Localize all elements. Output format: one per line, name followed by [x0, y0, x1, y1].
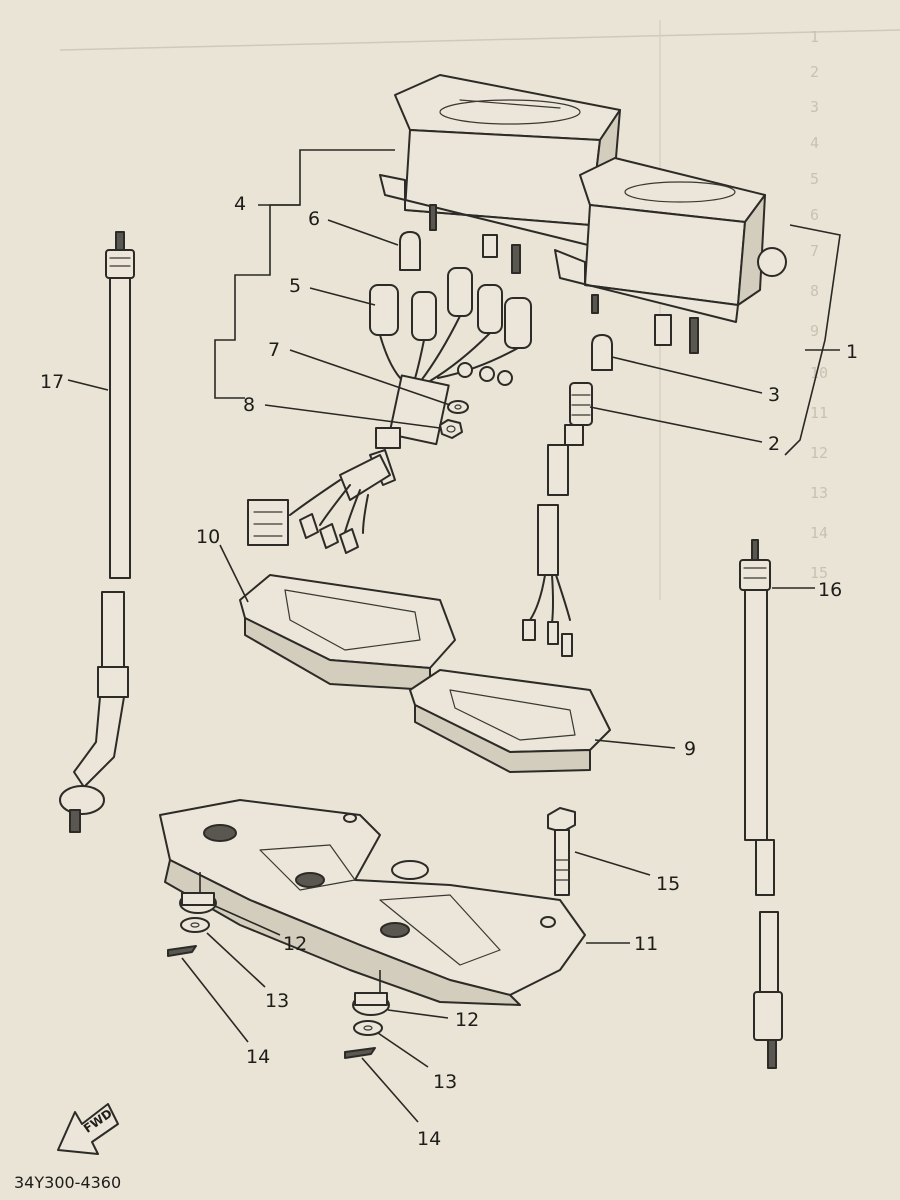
bleed-text: 3	[810, 98, 819, 116]
bleed-text: 7	[810, 242, 819, 260]
callout-13: 13	[265, 990, 289, 1012]
assembly-bracket-right	[784, 224, 841, 456]
callout-7: 7	[268, 339, 280, 361]
nut-8	[439, 419, 463, 439]
callout-5: 5	[289, 275, 301, 297]
bleed-text: 11	[810, 404, 828, 422]
bleed-text: 8	[810, 282, 819, 300]
bleed-text: 4	[810, 134, 819, 152]
bleed-text: 14	[810, 524, 828, 542]
bulb-3	[591, 334, 613, 371]
grommet-12b	[352, 970, 390, 1016]
bulb-6	[399, 231, 421, 271]
damper-10	[239, 574, 456, 691]
bleed-text: 9	[810, 322, 819, 340]
socket-cord-harness-5	[247, 267, 532, 554]
assembly-bracket-left	[214, 149, 395, 399]
bleed-text: 5	[810, 170, 819, 188]
callout-12: 12	[455, 1009, 479, 1031]
callout-labels: 1 2 3 4 5 6 7 8 9 10 11 12 12 13 13 14 1…	[40, 193, 858, 1150]
callout-4: 4	[234, 193, 246, 215]
tachometer-gauge	[554, 157, 787, 354]
washer-7	[447, 400, 469, 414]
forward-arrow-icon: FWD	[57, 1103, 119, 1155]
callout-6: 6	[308, 208, 320, 230]
bolt-15	[547, 807, 576, 896]
callout-15: 15	[656, 873, 680, 895]
bleed-through-text: 1 2 3 4 5 6 7 8 9 10 11 12 13 14 15	[59, 20, 900, 600]
callout-3: 3	[768, 384, 780, 406]
meter-bracket-11	[159, 799, 586, 1006]
bleed-text: 1	[810, 28, 819, 46]
washer-13a	[180, 917, 210, 933]
socket-cord-2	[522, 382, 593, 657]
callout-13: 13	[433, 1071, 457, 1093]
washer-13b	[353, 1020, 383, 1036]
callout-16: 16	[818, 579, 842, 601]
bleed-text: 6	[810, 206, 819, 224]
callout-14: 14	[246, 1046, 270, 1068]
callout-2: 2	[768, 433, 780, 455]
callout-12: 12	[283, 933, 307, 955]
bleed-text: 15	[810, 564, 828, 582]
clip-14a	[167, 945, 197, 957]
callout-11: 11	[634, 933, 658, 955]
meter-cable-17	[59, 231, 135, 833]
bleed-text: 10	[810, 364, 828, 382]
callout-9: 9	[684, 738, 696, 760]
callout-14: 14	[417, 1128, 441, 1150]
page-code: 34Y300-4360	[14, 1173, 121, 1192]
callout-8: 8	[243, 394, 255, 416]
bleed-text: 2	[810, 63, 819, 81]
clip-14b	[344, 1047, 376, 1059]
bleed-text: 12	[810, 444, 828, 462]
grommet-12a	[179, 872, 217, 914]
callout-1: 1	[846, 341, 858, 363]
meter-cable-16	[739, 539, 783, 1069]
callout-10: 10	[196, 526, 220, 548]
leader-lines	[67, 204, 840, 1123]
damper-9	[409, 669, 611, 773]
bleed-text: 13	[810, 484, 828, 502]
callout-17: 17	[40, 371, 64, 393]
